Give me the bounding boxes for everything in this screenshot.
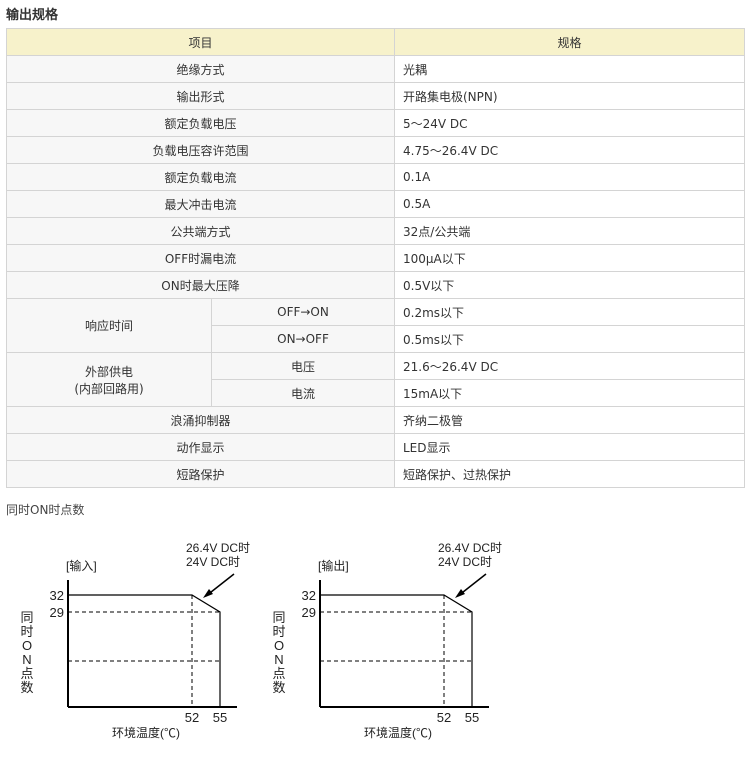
row-label: 负载电压容许范围 [6,136,395,164]
row-value: 15mA以下 [394,379,745,407]
series-line [68,594,221,707]
row-label: 最大冲击电流 [6,190,395,218]
section-title: 输出规格 [6,8,59,23]
row-value: LED显示 [394,433,745,461]
x-tick-label: 52 [185,710,199,725]
x-tick-label: 55 [465,710,479,725]
chart-annotation: 26.4V DC时 [438,541,502,555]
table-row: 绝缘方式光耦 [6,55,745,83]
x-axis-label: 环境温度(℃) [112,725,180,740]
header-item: 项目 [6,28,395,56]
y-axis-label-char: 同 [272,610,285,625]
row-value: 0.2ms以下 [394,298,745,326]
row-label: 额定负载电压 [6,109,395,137]
sub-label: 电流 [211,379,395,407]
row-value: 短路保护、过热保护 [394,460,745,488]
y-tick-label: 29 [302,605,316,620]
y-axis-label-char: 同 [20,610,33,625]
y-tick-label: 29 [50,605,64,620]
y-axis-label-char: O [22,638,32,653]
y-tick-label: 32 [302,588,316,603]
row-label: 动作显示 [6,433,395,461]
row-label: 响应时间 [6,298,212,353]
sub-label: OFF→ON [211,298,395,326]
chart-annotation: 26.4V DC时 [186,541,250,555]
row-label: 输出形式 [6,82,395,110]
chart-title: [输出] [318,558,349,573]
row-label-line2: (内部回路用) [74,381,144,396]
x-tick-label: 52 [437,710,451,725]
row-label-line1: 外部供电 [84,364,133,379]
row-value: 开路集电极(NPN) [394,82,745,110]
row-label: 绝缘方式 [6,55,395,83]
row-value: 齐纳二极管 [394,406,745,434]
row-value: 0.5A [394,190,745,218]
chart-caption: 同时ON时点数 [6,503,85,517]
y-axis-label-char: N [274,652,283,667]
sub-label: ON→OFF [211,325,395,353]
x-axis-label: 环境温度(℃) [364,725,432,740]
sub-label: 电压 [211,352,395,380]
x-tick-label: 55 [213,710,227,725]
row-value: 5～24V DC [394,109,745,137]
row-label: 额定负载电流 [6,163,395,191]
row-value: 4.75～26.4V DC [394,136,745,164]
y-axis-label-char: 点 [20,666,33,681]
y-axis-label-char: 时 [20,624,33,639]
chart-annotation: 24V DC时 [438,555,492,569]
row-value: 0.5V以下 [394,271,745,299]
y-axis-label-char: N [22,652,31,667]
row-label: OFF时漏电流 [6,244,395,272]
row-value: 21.6～26.4V DC [394,352,745,380]
y-axis-label-char: 点 [272,666,285,681]
row-label: ON时最大压降 [6,271,395,299]
table-row: 浪涌抑制器齐纳二极管 [6,406,745,434]
row-label: 外部供电 (内部回路用) [6,352,212,407]
table-header: 项目规格 [6,28,745,56]
row-label: 浪涌抑制器 [6,406,395,434]
y-axis-label-char: 时 [272,624,285,639]
table-row: 短路保护短路保护、过热保护 [6,460,745,488]
header-spec: 规格 [394,28,745,56]
table-row: 输出形式开路集电极(NPN) [6,82,745,110]
arrow-head [203,589,213,598]
row-label: 公共端方式 [6,217,395,245]
arrow-head [455,589,465,598]
row-value: 0.1A [394,163,745,191]
chart-title: [输入] [66,558,97,573]
series-line [320,594,473,707]
y-tick-label: 32 [50,588,64,603]
row-value: 32点/公共端 [394,217,745,245]
y-axis-label-char: 数 [20,680,33,695]
y-axis-label-char: 数 [272,680,285,695]
y-axis-label-char: O [274,638,284,653]
row-value: 0.5ms以下 [394,325,745,353]
row-value: 100μA以下 [394,244,745,272]
row-value: 光耦 [394,55,745,83]
row-label: 短路保护 [6,460,395,488]
chart-annotation: 24V DC时 [186,555,240,569]
